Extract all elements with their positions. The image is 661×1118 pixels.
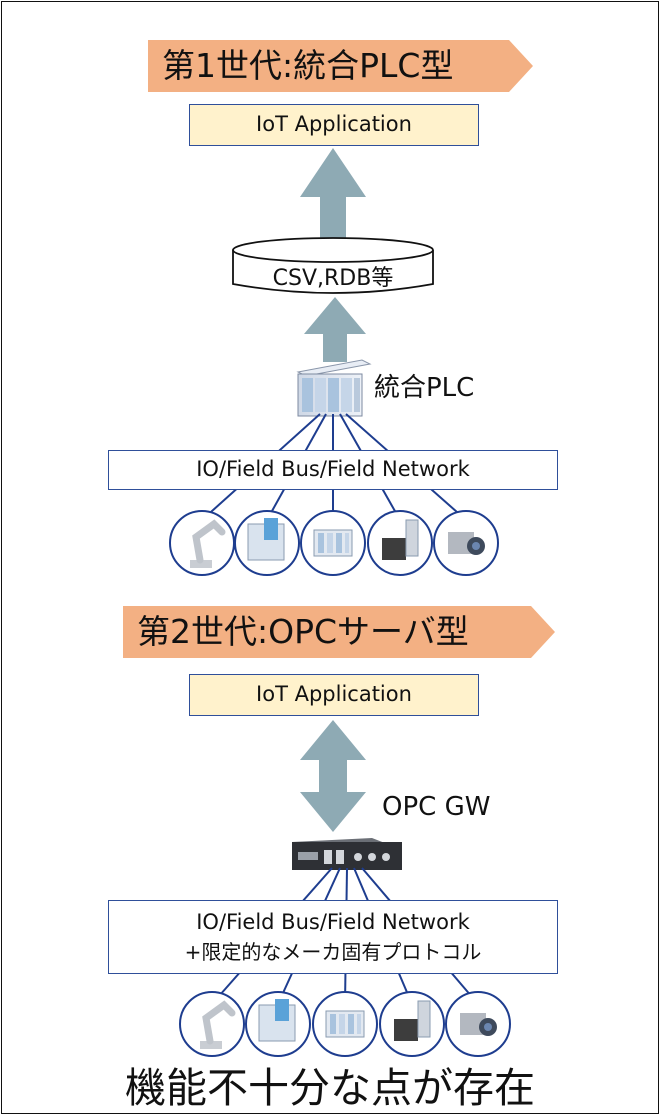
db-label: CSV,RDB等 bbox=[272, 266, 394, 291]
footer-caption: 機能不十分な点が存在 bbox=[125, 1064, 535, 1112]
camera-icon bbox=[445, 991, 511, 1057]
servo-motor-icon bbox=[367, 510, 433, 576]
gen2-app-box: IoT Application bbox=[189, 674, 479, 716]
gen1-banner: 第1世代:統合PLC型 bbox=[148, 40, 533, 92]
plc-rack-icon bbox=[300, 510, 366, 576]
camera-icon bbox=[433, 510, 499, 576]
gen2-device-row bbox=[179, 991, 511, 1057]
robot-arm-icon bbox=[169, 510, 235, 576]
gen1-upload-arrow-bottom bbox=[304, 297, 366, 362]
gen2-network-line2: +限定的なメーカ固有プロトコル bbox=[184, 940, 482, 964]
plc-hardware-icon bbox=[296, 359, 372, 417]
opc-gw-label: OPC GW bbox=[382, 792, 491, 822]
gen1-device-row bbox=[169, 510, 499, 576]
gen2-banner: 第2世代:OPCサーバ型 bbox=[123, 606, 555, 658]
plc-rack-icon bbox=[312, 991, 378, 1057]
robot-arm-icon bbox=[179, 991, 245, 1057]
plc-label: 統合PLC bbox=[374, 373, 475, 403]
gen2-network-box: IO/Field Bus/Field Network +限定的なメーカ固有プロト… bbox=[108, 900, 558, 974]
machine-tool-icon bbox=[234, 510, 300, 576]
gen2-bidirectional-arrow bbox=[300, 720, 366, 832]
gen2-network-line1: IO/Field Bus/Field Network bbox=[196, 910, 470, 934]
gen1-app-box: IoT Application bbox=[189, 104, 479, 146]
database-cylinder-icon bbox=[232, 237, 434, 294]
gen1-upload-arrow-top bbox=[300, 148, 366, 242]
servo-motor-icon bbox=[379, 991, 445, 1057]
opc-gateway-icon bbox=[292, 838, 402, 870]
gen1-network-box: IO/Field Bus/Field Network bbox=[108, 450, 558, 490]
machine-tool-icon bbox=[245, 991, 311, 1057]
